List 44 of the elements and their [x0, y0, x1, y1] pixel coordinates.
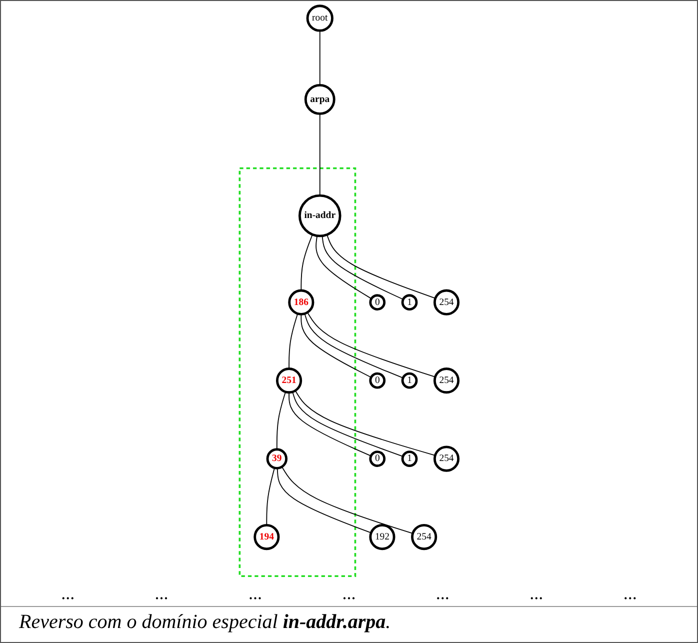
- connector: [281, 466, 414, 534]
- connector: [316, 235, 372, 300]
- node-circle: 1: [401, 450, 418, 467]
- connector: [292, 391, 404, 457]
- node-circle: 186: [288, 289, 314, 316]
- node-circle: arpa: [304, 84, 336, 115]
- connector: [300, 314, 372, 378]
- connector: [306, 312, 436, 378]
- connector: [288, 392, 372, 456]
- node-circle: 254: [411, 524, 438, 550]
- ellipsis-label: ...: [61, 583, 75, 604]
- node-circle: 251: [276, 368, 302, 394]
- node-circle: in-addr: [298, 194, 342, 238]
- connector: [276, 391, 286, 450]
- connector: [319, 113, 320, 196]
- connector: [294, 390, 436, 456]
- node-circle: 39: [266, 448, 288, 470]
- ellipsis-label: ...: [530, 583, 544, 604]
- connector: [266, 467, 275, 526]
- caption: Reverso com o domínio especial in-addr.arpa.: [1, 606, 697, 642]
- node-circle: 1: [401, 294, 418, 311]
- node-circle: 194: [254, 524, 280, 550]
- node-circle: 254: [433, 368, 460, 394]
- ellipsis-label: ...: [436, 583, 450, 604]
- ellipsis-label: ...: [342, 583, 356, 604]
- connector: [319, 30, 320, 86]
- node-circle: root: [306, 4, 334, 32]
- connector: [276, 468, 372, 534]
- node-circle: 0: [369, 294, 386, 311]
- ellipsis-label: ...: [154, 583, 168, 604]
- cluster: [238, 167, 356, 578]
- ellipsis-label: ...: [623, 583, 637, 604]
- connector: [288, 313, 298, 370]
- ellipsis-label: ...: [248, 583, 262, 604]
- node-circle: 0: [369, 450, 386, 467]
- node-circle: 1: [401, 372, 418, 389]
- node-circle: 254: [433, 289, 460, 316]
- connector: [326, 234, 436, 299]
- connector: [322, 235, 404, 300]
- node-circle: 192: [369, 524, 396, 550]
- connector: [304, 313, 404, 378]
- node-circle: 0: [369, 372, 386, 389]
- connector: [300, 234, 313, 291]
- node-circle: 254: [433, 446, 460, 472]
